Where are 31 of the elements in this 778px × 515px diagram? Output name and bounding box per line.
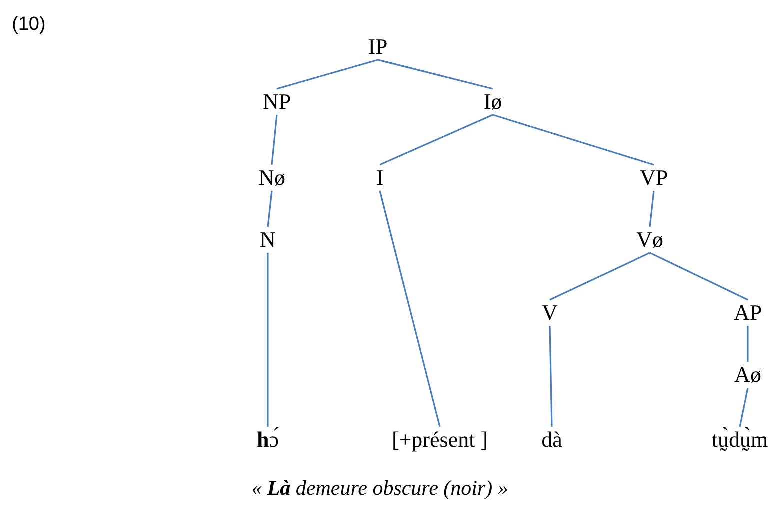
tree-branch xyxy=(492,114,654,166)
tree-label: IP xyxy=(368,34,388,60)
tree-branch xyxy=(267,190,273,228)
tree-label: N xyxy=(260,227,276,253)
tree-label: Aø xyxy=(734,362,762,388)
tree-branch xyxy=(267,253,269,427)
tree-branch xyxy=(747,326,749,362)
tree-branch xyxy=(379,190,441,428)
tree-label: Vø xyxy=(636,227,664,253)
tree-label: I xyxy=(376,165,384,191)
tree-label: VP xyxy=(640,165,668,191)
tree-branch xyxy=(276,59,378,90)
tree-branch xyxy=(549,326,553,428)
tree-label: Iø xyxy=(484,89,502,115)
tree-label: dà xyxy=(542,427,562,453)
tree-branch xyxy=(739,388,749,428)
tree-branch xyxy=(649,190,655,228)
tree-branch xyxy=(378,59,494,90)
tree-label: hɔ́ xyxy=(257,427,279,453)
tree-label: [+présent ] xyxy=(392,427,488,453)
tree-label: NP xyxy=(262,89,292,115)
tree-label: V xyxy=(542,300,558,326)
tree-branch xyxy=(650,252,748,301)
translation-caption: « Là demeure obscure (noir) » xyxy=(252,476,508,501)
tree-label: AP xyxy=(734,300,762,326)
tree-label: Nø xyxy=(258,165,286,191)
example-number: (10) xyxy=(12,14,46,36)
tree-branch xyxy=(550,252,650,301)
tree-label: tṵ̀dṵ̀m xyxy=(712,427,768,453)
tree-branch xyxy=(271,114,278,166)
tree-branch xyxy=(380,114,494,166)
